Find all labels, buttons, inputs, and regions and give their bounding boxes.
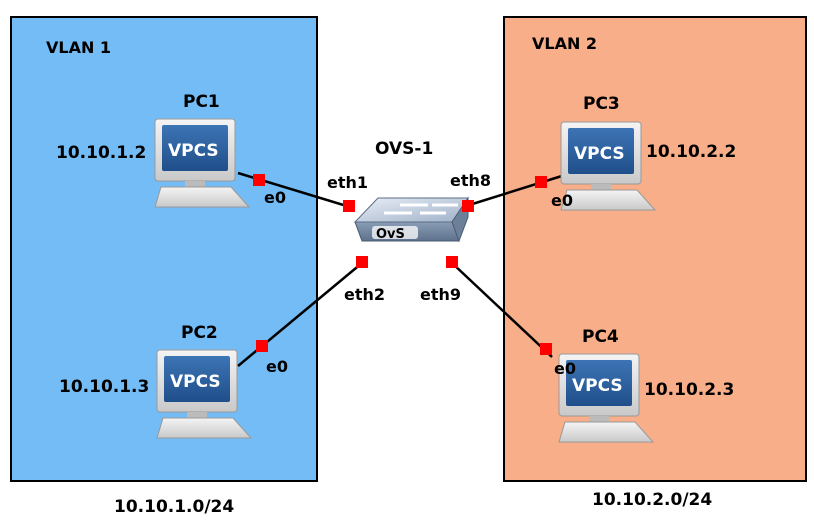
vlan1-label: VLAN 1 (46, 38, 111, 57)
pc3-name: PC3 (583, 94, 620, 114)
switch-name: OVS-1 (375, 139, 433, 159)
pc1-port-label: e0 (264, 188, 286, 207)
pc2-name: PC2 (181, 323, 218, 343)
pc2[interactable]: VPCS (156, 349, 253, 439)
link-pc4-eth9 (451, 262, 553, 358)
pc1-ip: 10.10.1.2 (56, 143, 146, 163)
vlan2-zone (503, 16, 807, 482)
pc2-screen-label: VPCS (170, 372, 221, 392)
port-pc3-e0[interactable] (535, 176, 547, 188)
pc2-ip: 10.10.1.3 (59, 377, 149, 397)
switch-arrows-icon (384, 203, 458, 215)
eth1-label: eth1 (327, 173, 368, 192)
vlan2-network: 10.10.2.0/24 (592, 490, 712, 510)
pc4-port-label: e0 (554, 359, 576, 378)
pc1[interactable]: VPCS (154, 118, 251, 208)
pc4-screen-label: VPCS (572, 376, 623, 396)
pc1-screen-label: VPCS (168, 141, 219, 161)
pc3-port-label: e0 (551, 191, 573, 210)
pc3-ip: 10.10.2.2 (646, 142, 736, 162)
port-pc4-e0[interactable] (540, 343, 552, 355)
port-pc1-e0[interactable] (253, 174, 265, 186)
pc4-name: PC4 (582, 327, 619, 347)
ovs-badge: OvS (376, 227, 405, 242)
port-pc2-e0[interactable] (256, 340, 268, 352)
link-pc3-eth8 (465, 173, 566, 208)
ovs-switch[interactable]: OvS (353, 196, 469, 243)
pc4[interactable]: VPCS (558, 353, 655, 443)
port-eth2[interactable] (356, 256, 368, 268)
eth9-label: eth9 (420, 285, 461, 304)
port-eth8[interactable] (462, 200, 474, 212)
pc4-ip: 10.10.2.3 (644, 380, 734, 400)
vlan1-network: 10.10.1.0/24 (114, 497, 234, 517)
eth2-label: eth2 (344, 285, 385, 304)
port-eth9[interactable] (446, 256, 458, 268)
pc3-screen-label: VPCS (574, 144, 625, 164)
pc2-port-label: e0 (266, 357, 288, 376)
pc1-name: PC1 (183, 92, 220, 112)
pc3[interactable]: VPCS (560, 121, 657, 211)
eth8-label: eth8 (450, 171, 491, 190)
vlan2-label: VLAN 2 (532, 34, 597, 53)
port-eth1[interactable] (343, 200, 355, 212)
